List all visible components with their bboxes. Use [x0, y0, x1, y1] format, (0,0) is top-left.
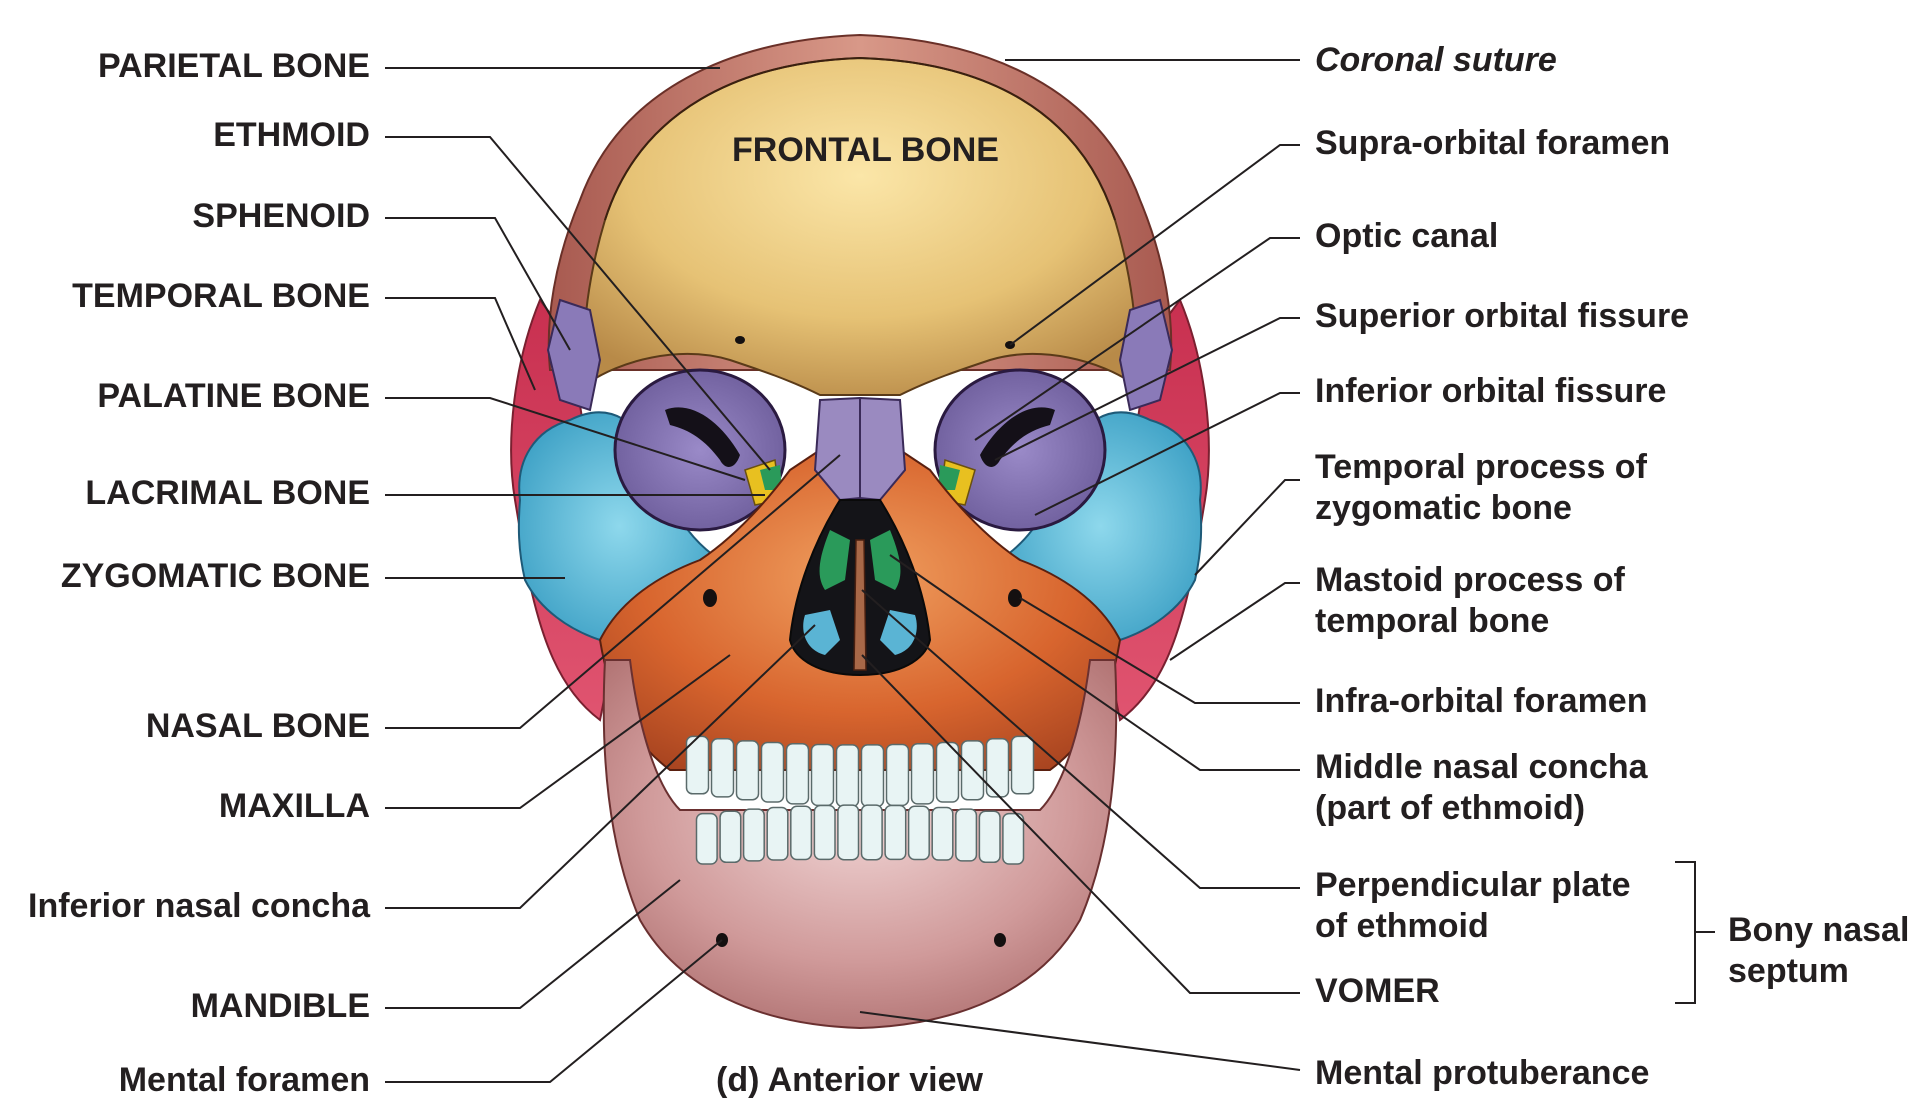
nasal-septum: [854, 540, 866, 670]
label-mental-foramen: Mental foramen: [119, 1060, 370, 1100]
tooth: [838, 805, 859, 860]
leader-temporal-process: [1195, 480, 1300, 575]
label-temporal-process-line2: zygomatic bone: [1315, 488, 1572, 528]
label-ethmoid: ETHMOID: [213, 115, 370, 155]
label-parietal-bone: PARIETAL BONE: [98, 46, 370, 86]
label-superior-orbital-fissure: Superior orbital fissure: [1315, 296, 1689, 336]
tooth: [697, 814, 718, 864]
leader-mastoid: [1170, 583, 1300, 660]
septum-bracket: [1675, 862, 1695, 1003]
tooth: [987, 739, 1009, 797]
label-bony-nasal-septum-line2: septum: [1728, 951, 1849, 991]
tooth: [909, 806, 930, 859]
tooth: [737, 741, 759, 800]
tooth: [1012, 736, 1034, 793]
label-mandible: MANDIBLE: [191, 986, 370, 1026]
mental-foramen-right: [994, 933, 1006, 947]
tooth: [885, 806, 906, 860]
tooth: [762, 743, 784, 803]
label-vomer: VOMER: [1315, 971, 1440, 1011]
label-maxilla: MAXILLA: [219, 786, 370, 826]
label-zygomatic-bone: ZYGOMATIC BONE: [61, 556, 370, 596]
label-mastoid-process-line2: temporal bone: [1315, 601, 1549, 641]
label-lacrimal-bone: LACRIMAL BONE: [85, 473, 370, 513]
tooth: [932, 808, 953, 861]
label-perpendicular-plate-line2: of ethmoid: [1315, 906, 1489, 946]
label-inferior-orbital-fissure: Inferior orbital fissure: [1315, 371, 1666, 411]
infra-orbital-foramen-left: [703, 589, 717, 607]
tooth: [744, 809, 765, 861]
label-perpendicular-plate: Perpendicular plate: [1315, 865, 1631, 905]
leader-temporal: [385, 298, 535, 390]
label-nasal-bone: NASAL BONE: [146, 706, 370, 746]
tooth: [862, 745, 884, 807]
label-middle-nasal-concha: Middle nasal concha: [1315, 747, 1648, 787]
tooth: [787, 744, 809, 804]
label-middle-nasal-concha-line2: (part of ethmoid): [1315, 788, 1585, 828]
label-palatine-bone: PALATINE BONE: [97, 376, 370, 416]
label-supra-orbital-foramen: Supra-orbital foramen: [1315, 123, 1670, 163]
supra-orbital-foramen-left: [735, 336, 745, 344]
label-bony-nasal-septum: Bony nasal: [1728, 910, 1909, 950]
infra-orbital-foramen-right: [1008, 589, 1022, 607]
label-mental-protuberance: Mental protuberance: [1315, 1053, 1649, 1093]
tooth: [887, 745, 909, 806]
label-temporal-bone: TEMPORAL BONE: [72, 276, 370, 316]
tooth: [1003, 814, 1024, 864]
tooth: [720, 811, 741, 862]
label-mastoid-process: Mastoid process of: [1315, 560, 1625, 600]
label-sphenoid: SPHENOID: [192, 196, 370, 236]
tooth: [814, 806, 835, 860]
tooth: [712, 739, 734, 797]
tooth: [767, 808, 788, 861]
label-temporal-process: Temporal process of: [1315, 447, 1647, 487]
frontal-bone-label: FRONTAL BONE: [732, 130, 999, 170]
label-optic-canal: Optic canal: [1315, 216, 1498, 256]
tooth: [862, 805, 883, 860]
label-infra-orbital-foramen: Infra-orbital foramen: [1315, 681, 1647, 721]
tooth: [979, 811, 1000, 862]
tooth: [791, 806, 812, 859]
label-coronal-suture: Coronal suture: [1315, 40, 1557, 80]
label-inferior-nasal-concha: Inferior nasal concha: [28, 886, 370, 926]
caption: (d) Anterior view: [716, 1060, 983, 1100]
tooth: [837, 745, 859, 807]
tooth: [912, 744, 934, 804]
tooth: [956, 809, 977, 861]
tooth: [812, 745, 834, 806]
